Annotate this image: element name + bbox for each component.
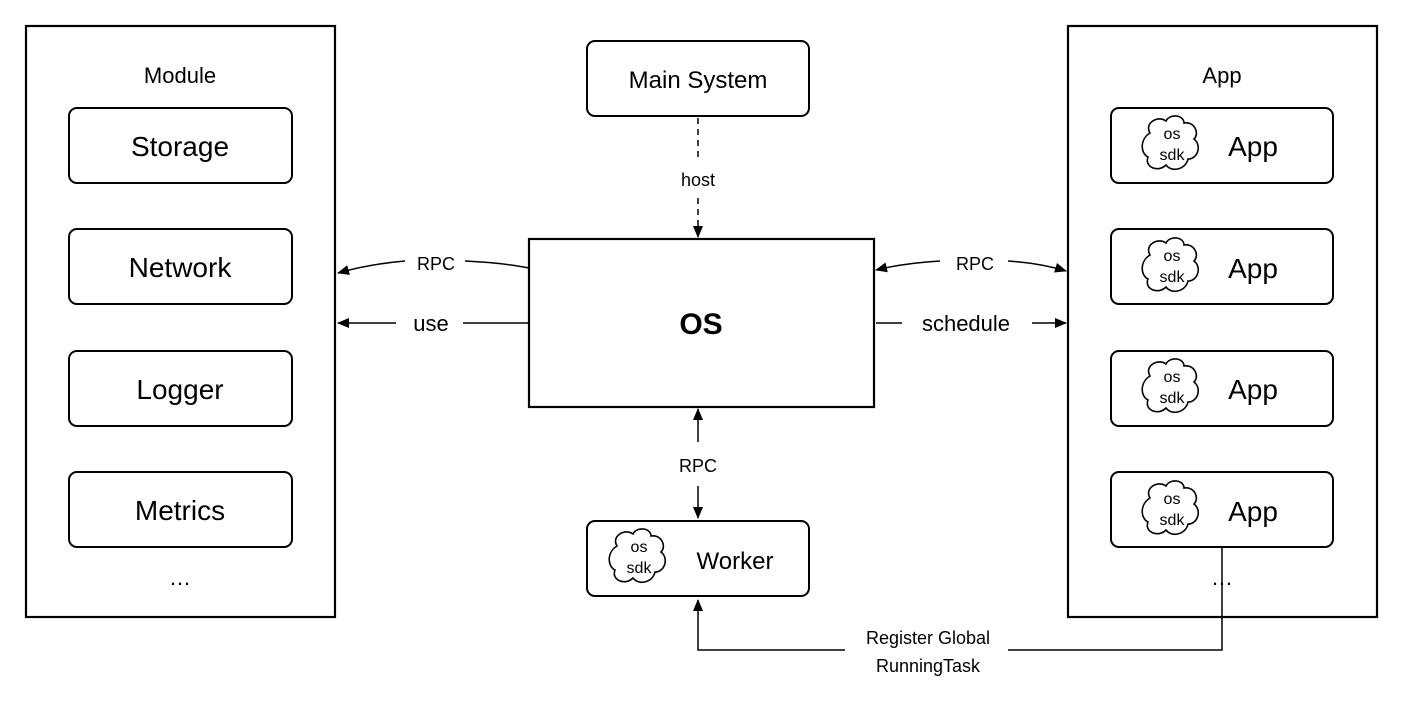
rpc-left-label: RPC	[417, 254, 455, 274]
module-panel-title: Module	[144, 63, 216, 88]
register-label-line2: RunningTask	[876, 656, 981, 676]
register-edge-right	[1008, 547, 1223, 651]
sdk-top-label: os	[1164, 126, 1181, 143]
logger-label: Logger	[136, 374, 223, 405]
app-label: App	[1228, 374, 1278, 405]
app-label: App	[1228, 253, 1278, 284]
main-system-label: Main System	[629, 67, 768, 94]
register-label-line1: Register Global	[866, 628, 990, 648]
sdk-top-label: os	[631, 539, 648, 556]
register-arrow	[693, 599, 845, 651]
rpc-right-arrow-to-os	[875, 260, 941, 273]
sdk-bottom-label: sdk	[627, 560, 653, 577]
host-label: host	[681, 170, 715, 190]
rpc-right-arrow-to-app	[1007, 260, 1067, 273]
sdk-bottom-label: sdk	[1160, 269, 1186, 286]
app-label: App	[1228, 496, 1278, 527]
rpc-right-label: RPC	[956, 254, 994, 274]
os-label: OS	[679, 308, 722, 341]
schedule-label: schedule	[922, 311, 1010, 336]
module-ellipsis: …	[169, 565, 191, 590]
use-label: use	[413, 311, 448, 336]
sdk-top-label: os	[1164, 491, 1181, 508]
sdk-bottom-label: sdk	[1160, 390, 1186, 407]
metrics-label: Metrics	[135, 495, 225, 526]
sdk-top-label: os	[1164, 369, 1181, 386]
sdk-top-label: os	[1164, 248, 1181, 265]
rpc-bottom-label: RPC	[679, 456, 717, 476]
network-label: Network	[129, 252, 233, 283]
app-panel-title: App	[1202, 63, 1241, 88]
worker-label: Worker	[697, 548, 774, 575]
network-box	[68, 228, 293, 305]
sdk-bottom-label: sdk	[1160, 147, 1186, 164]
sdk-bottom-label: sdk	[1160, 512, 1186, 529]
storage-label: Storage	[131, 131, 229, 162]
main-system-box	[586, 40, 810, 117]
app-label: App	[1228, 131, 1278, 162]
logger-box	[68, 350, 293, 427]
storage-box	[68, 107, 293, 184]
rpc-left-edge	[464, 260, 530, 269]
rpc-left-arrow	[337, 260, 406, 275]
metrics-box	[68, 471, 293, 548]
